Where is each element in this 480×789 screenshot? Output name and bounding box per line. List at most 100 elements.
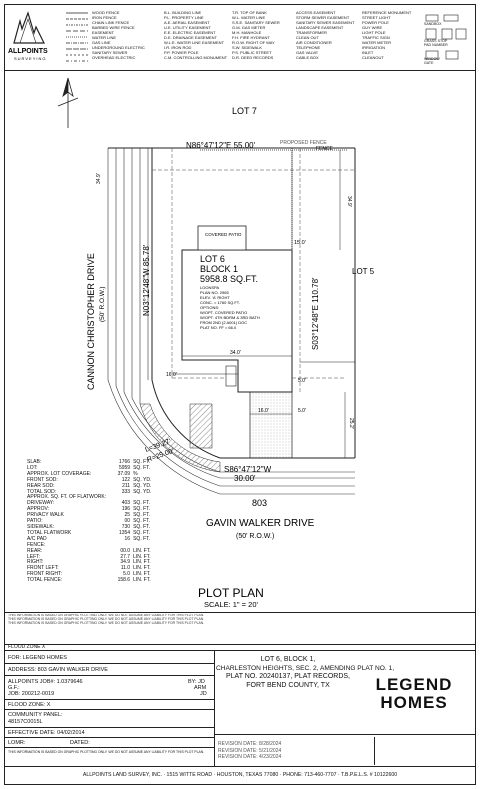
stats-unit: SQ. YD. — [133, 476, 152, 483]
effective-date: EFFECTIVE DATE: 04/02/2014 — [8, 730, 85, 736]
plot-plan-sheet — [4, 4, 476, 785]
stats-row: FENCE: — [27, 541, 161, 549]
stats-unit: LIN. FT. — [133, 571, 151, 578]
lot-note-7: W/OPT. 4TH BDRM & 3RD BATH — [200, 315, 260, 320]
stats-label: REAR: — [27, 547, 43, 554]
south-bearing: S86°47'12"W — [224, 465, 272, 474]
client-line: FOR: LEGEND HOMES — [8, 655, 67, 661]
stats-label: A/C PAD — [27, 535, 47, 542]
legal-line-2: CHARLESTON HEIGHTS, SEC. 2, AMENDING PLA… — [216, 664, 395, 672]
plan-title: PLOT PLAN — [198, 586, 264, 600]
stats-value: 11.0 — [120, 565, 131, 572]
curve-property-line — [151, 379, 221, 459]
logo-subtext: SURVEYING — [14, 56, 47, 61]
stats-label: TOTAL FENCE: — [27, 577, 63, 584]
stats-label: SIDEWALK: — [27, 523, 55, 530]
lot-north-label: LOT 7 — [232, 106, 257, 116]
stats-unit: LIN. FT. — [133, 565, 151, 572]
flood-zone-label: FLOOD ZONE X — [8, 644, 46, 650]
stats-unit: SQ. FT. — [133, 500, 151, 507]
stats-value: 403 — [121, 500, 131, 507]
legend-box-samples — [425, 14, 467, 60]
north-arrow-icon — [57, 77, 79, 128]
dim-front-setback: 15.0' — [294, 240, 306, 246]
stats-label: APPROV: — [27, 506, 50, 513]
lomr-label: LOMR: — [8, 740, 26, 746]
certification-notes: THIS INFORMATION IS BASED ON GRAPHIC PLO… — [8, 614, 472, 642]
legend-homes-logo: LEGEND HOMES — [362, 676, 466, 712]
legend-line-samples — [66, 12, 88, 62]
dim-drive: 16.0' — [258, 408, 269, 414]
certification-note-2: THIS INFORMATION IS BASED ON GRAPHIC PLO… — [8, 616, 205, 621]
stats-value: 5.0 — [123, 571, 131, 578]
job-line: JOB: 200212-0019 — [8, 691, 55, 697]
dim-top-right: 34.9' — [346, 196, 352, 207]
plot-disclaimer: THIS INFORMATION IS BASED ON GRAPHIC PLO… — [8, 750, 205, 754]
legal-description: LOT 6, BLOCK 1, CHARLESTON HEIGHTS, SEC.… — [216, 656, 395, 690]
stats-label: FENCE: — [27, 541, 46, 548]
stats-label: FRONT RIGHT: — [27, 571, 62, 578]
south-distance: 30.00' — [234, 474, 256, 483]
stats-label: PATIO: — [27, 518, 43, 525]
stats-label: FRONT LEFT: — [27, 565, 59, 572]
lot-notes: LOONSPA PLAN NO. 2965 ELEV. 'A' RIGHT CO… — [200, 285, 260, 330]
legal-line-1: LOT 6, BLOCK 1, — [260, 656, 316, 663]
address-line: ADDRESS: 803 GAVIN WALKER DRIVE — [8, 667, 108, 673]
street-number: 803 — [252, 498, 267, 508]
dim-side-yard: 5.0' — [298, 378, 306, 384]
stats-label: SLAB: — [27, 459, 42, 465]
stats-unit: LIN. FT. — [133, 577, 151, 584]
stats-label: RIGHT: — [27, 559, 44, 566]
stats-unit: SQ. FT. — [133, 459, 151, 465]
approved-by: JD — [200, 691, 207, 697]
stats-unit: SQ. YD. — [133, 482, 152, 489]
drawn-by: BY: JD — [188, 679, 205, 685]
dim-side1: 16.0' — [166, 372, 177, 378]
stats-label: DRIVEWAY: — [27, 500, 55, 507]
certification-note-3: THIS INFORMATION IS BASED ON GRAPHIC PLO… — [8, 620, 205, 625]
dim-rear-yard: 5.0' — [298, 408, 306, 414]
legend-divider — [4, 70, 476, 71]
flood-zone-line: FLOOD ZONE: X — [8, 702, 51, 708]
community-panel-label: COMMUNITY PANEL: — [8, 712, 63, 718]
stats-value: 27.7 — [120, 553, 131, 560]
stats-value: 333 — [121, 488, 131, 495]
driveway — [249, 391, 293, 459]
stats-value: 211 — [122, 482, 131, 489]
job-info-box: FOR: LEGEND HOMES ADDRESS: 803 GAVIN WAL… — [4, 651, 215, 766]
lot-area: 5958.8 SQ.FT. — [200, 274, 258, 284]
stats-value: 5959 — [118, 464, 131, 471]
stats-row: APPROX. LOT COVERAGE:37.09% — [27, 470, 161, 478]
lot-note-6: W/OPT. COVERED PATIO — [200, 310, 247, 315]
certification-note-1: THIS INFORMATION IS BASED ON GRAPHIC PLO… — [8, 614, 205, 617]
revision-box: REVISION DATE: 8/28/2024 REVISION DATE: … — [214, 734, 476, 767]
lot-title: LOT 6 — [200, 254, 225, 264]
stats-row: APPROX. SQ. FT. OF FLATWORK: — [27, 495, 161, 501]
ac-pad — [225, 365, 237, 387]
stats-label: APPROX. SQ. FT. OF FLATWORK: — [27, 494, 107, 501]
sidewalk-curve — [139, 403, 221, 473]
job-number-line: ALLPOINTS JOB#: 1.0379646 — [8, 679, 83, 685]
west-bearing: N03°12'48"W 85.78' — [142, 244, 151, 316]
stats-label: PRIVACY WALK — [27, 512, 64, 519]
stats-unit: SQ. FT. — [133, 464, 151, 471]
stats-value: 158.6 — [117, 577, 131, 584]
legal-line-3: PLAT NO. 20240137, PLAT RECORDS, — [226, 673, 350, 680]
stats-value: 37.09 — [117, 470, 131, 477]
dim-width: 34.0' — [230, 350, 241, 356]
